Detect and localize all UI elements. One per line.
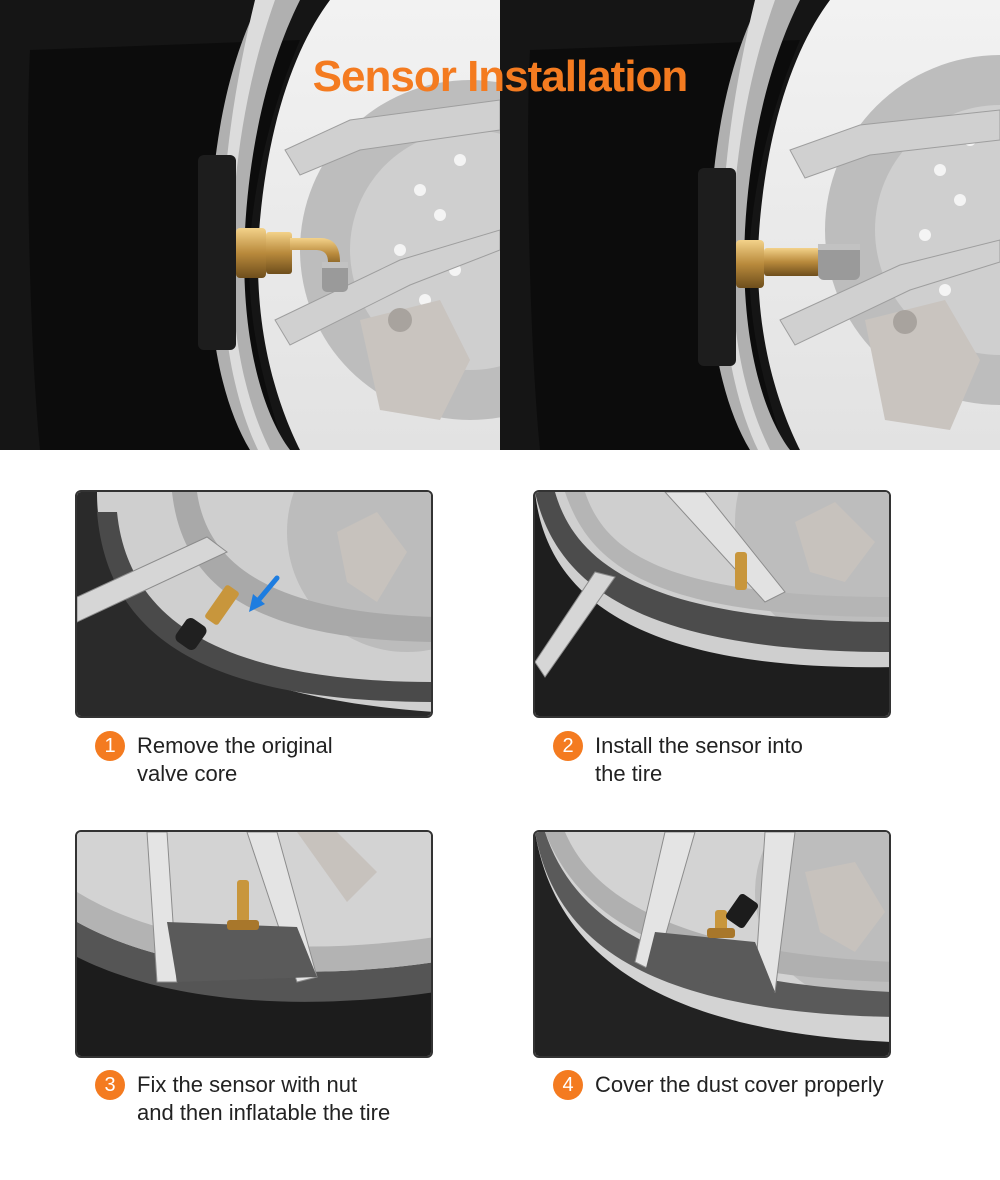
step-4-text: Cover the dust cover properly bbox=[595, 1072, 884, 1097]
step-1-caption: 1 Remove the original valve core bbox=[95, 731, 495, 788]
step-3-badge: 3 bbox=[95, 1070, 125, 1100]
hero-image-angled-valve bbox=[0, 0, 500, 450]
step-2-caption: 2 Install the sensor into the tire bbox=[553, 731, 953, 788]
step-4-image bbox=[533, 830, 891, 1058]
page-title: Sensor Installation bbox=[312, 52, 689, 101]
step-4-caption: 4 Cover the dust cover properly bbox=[553, 1070, 953, 1100]
step-2-text: Install the sensor into the tire bbox=[595, 733, 803, 786]
hero-image-straight-valve bbox=[500, 0, 1000, 450]
step-2-image bbox=[533, 490, 891, 718]
step-1-image bbox=[75, 490, 433, 718]
blue-arrow-icon bbox=[249, 575, 280, 612]
hero-banner: Sensor Installation bbox=[0, 0, 1000, 450]
step-3-caption: 3 Fix the sensor with nut and then infla… bbox=[95, 1070, 495, 1127]
step-1-text: Remove the original valve core bbox=[137, 733, 333, 786]
step-4-badge: 4 bbox=[553, 1070, 583, 1100]
step-3-text: Fix the sensor with nut and then inflata… bbox=[137, 1072, 391, 1125]
step-3-image bbox=[75, 830, 433, 1058]
step-2-badge: 2 bbox=[553, 731, 583, 761]
step-1-badge: 1 bbox=[95, 731, 125, 761]
